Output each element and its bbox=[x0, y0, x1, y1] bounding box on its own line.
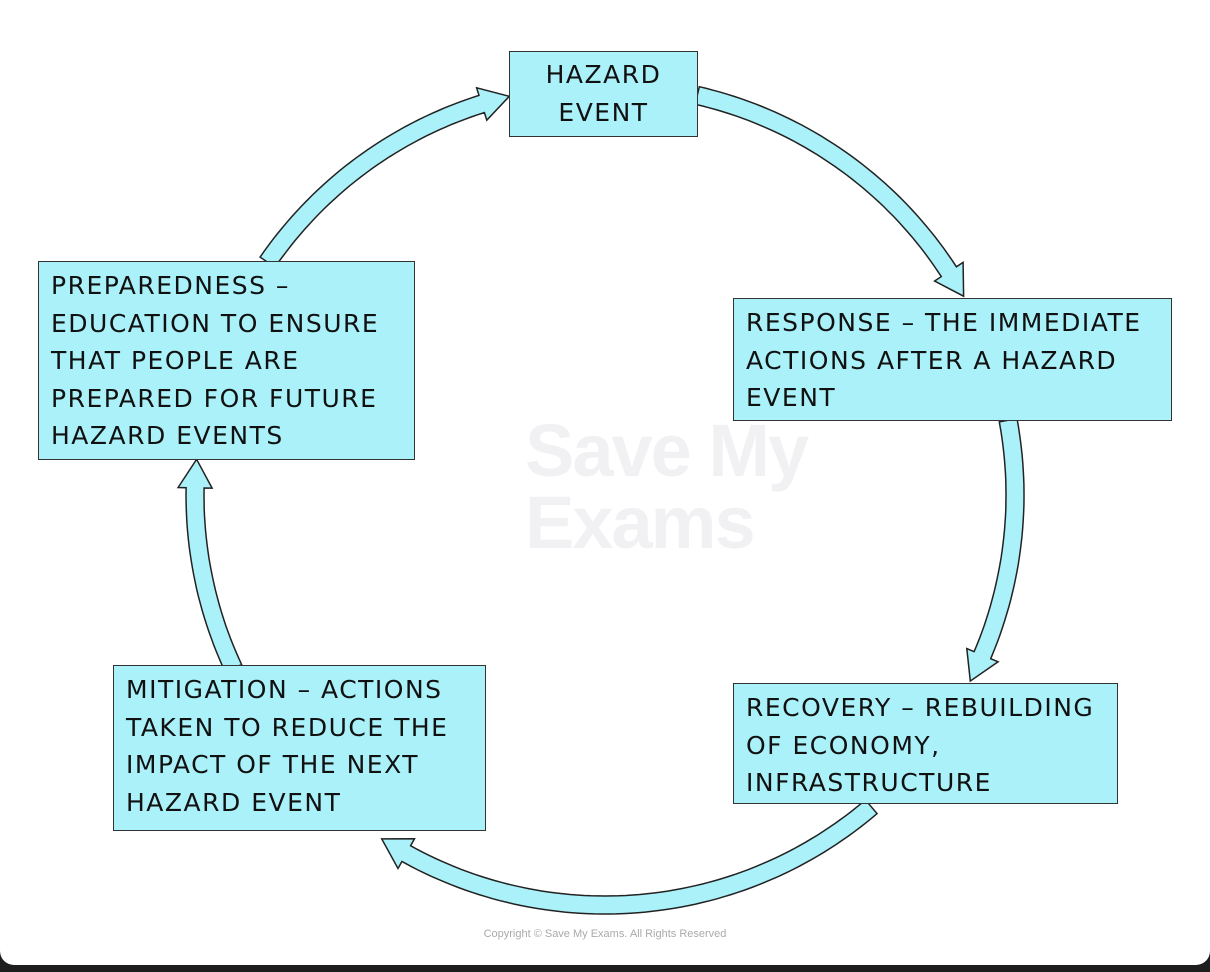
arrow-preparedness-to-hazard bbox=[259, 86, 511, 269]
copyright-text: Copyright © Save My Exams. All Rights Re… bbox=[483, 928, 727, 940]
node-response: RESPONSE – THE IMMEDIATE ACTIONS AFTER A… bbox=[733, 298, 1172, 421]
arrow-response-to-recovery bbox=[965, 417, 1025, 683]
node-hazard-event: HAZARD EVENT bbox=[509, 51, 698, 137]
arrow-recovery-to-mitigation bbox=[380, 798, 879, 915]
node-recovery: RECOVERY – REBUILDING OF ECONOMY, INFRAS… bbox=[733, 683, 1118, 804]
arrow-hazard-to-response bbox=[694, 85, 965, 298]
node-preparedness: PREPAREDNESS – EDUCATION TO ENSURE THAT … bbox=[38, 261, 415, 460]
arrow-mitigation-to-preparedness bbox=[176, 457, 243, 674]
node-mitigation: MITIGATION – ACTIONS TAKEN TO REDUCE THE… bbox=[113, 665, 486, 831]
